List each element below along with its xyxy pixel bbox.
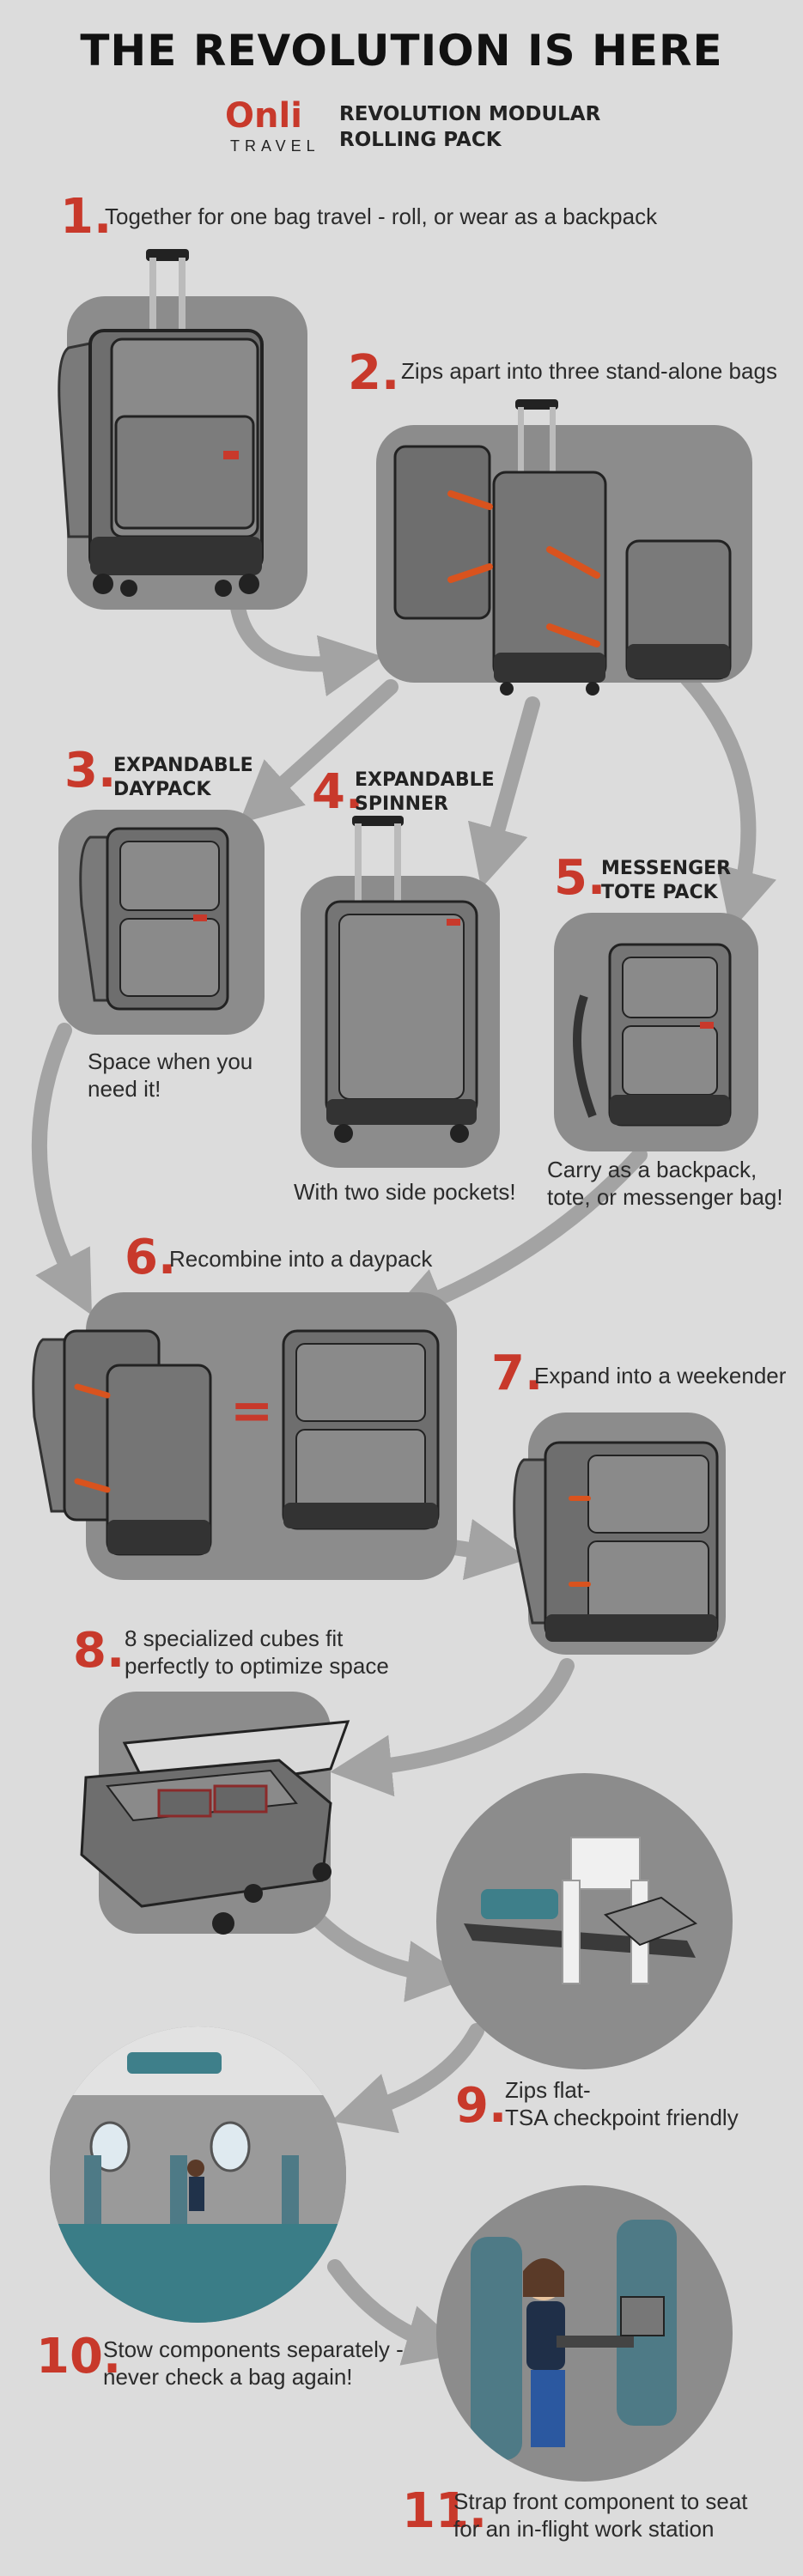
- step-1-number: 1.: [60, 189, 113, 245]
- cabin-stow-illustration: [50, 2026, 346, 2323]
- step-11-circle: [436, 2185, 733, 2482]
- expandable-daypack-illustration: [79, 827, 229, 1011]
- packing-cubes-illustration: [80, 1720, 350, 1935]
- equals-sign: =: [230, 1381, 274, 1441]
- arrow-7-to-8: [330, 1658, 575, 1797]
- messenger-tote-pack-illustration: [573, 943, 732, 1127]
- step-9-caption-line2: TSA checkpoint friendly: [505, 2105, 739, 2130]
- step-5-label-line2: TOTE PACK: [601, 882, 718, 903]
- step-10-caption-line1: Stow components separately -: [103, 2336, 404, 2362]
- arrow-10-to-11: [327, 2259, 468, 2366]
- arrow-2-to-3: [239, 679, 398, 824]
- step-2-number: 2.: [348, 345, 400, 401]
- step-10-caption-line2: never check a bag again!: [103, 2364, 353, 2390]
- recombined-daypack-illustration: [32, 1329, 440, 1556]
- step-11-caption-line1: Strap front component to seat: [453, 2488, 748, 2514]
- arrow-5-to-6: [383, 1147, 648, 1327]
- step-6-number: 6.: [125, 1230, 177, 1285]
- step-3-label-line2: DAYPACK: [113, 779, 211, 800]
- step-4-label-line2: SPINNER: [355, 793, 448, 815]
- step-6-caption: Recombine into a daypack: [169, 1246, 433, 1272]
- step-9-number: 9.: [455, 2078, 508, 2134]
- step-10-circle: [50, 2026, 346, 2323]
- step-5-caption-line1: Carry as a backpack,: [547, 1157, 757, 1182]
- step-5-label-line1: MESSENGER: [601, 858, 732, 879]
- tsa-checkpoint-illustration: [464, 1837, 698, 1984]
- step-5-number: 5.: [554, 850, 606, 906]
- arrow-2-to-5: [679, 671, 777, 932]
- step-8-caption-line2: perfectly to optimize space: [125, 1653, 389, 1679]
- three-separated-bags-illustration: [393, 399, 732, 696]
- step-3-caption-line2: need it!: [88, 1076, 161, 1102]
- product-name-line2: ROLLING PACK: [339, 129, 502, 151]
- step-10-number: 10.: [36, 2329, 122, 2385]
- step-4-caption: With two side pockets!: [294, 1179, 516, 1205]
- step-3-caption-line1: Space when you: [88, 1048, 253, 1074]
- step-7-caption: Expand into a weekender: [534, 1363, 787, 1388]
- step-4-label-line1: EXPANDABLE: [355, 769, 495, 791]
- weekender-illustration: [513, 1441, 719, 1642]
- arrow-9-to-10: [331, 2023, 484, 2134]
- step-8-caption: 8 specialized cubes fit perfectly to opt…: [125, 1625, 389, 1680]
- product-name-line1: REVOLUTION MODULAR: [339, 103, 601, 125]
- step-5-caption-line2: tote, or messenger bag!: [547, 1184, 783, 1210]
- step-2-caption: Zips apart into three stand-alone bags: [401, 358, 777, 384]
- step-8-number: 8.: [73, 1623, 125, 1679]
- page-title: THE REVOLUTION IS HERE: [80, 26, 723, 76]
- step-1-caption: Together for one bag travel - roll, or w…: [105, 204, 658, 229]
- step-3-label-line1: EXPANDABLE: [113, 755, 253, 776]
- step-5-caption: Carry as a backpack, tote, or messenger …: [547, 1156, 783, 1211]
- step-4-number: 4.: [312, 764, 364, 820]
- expandable-spinner-illustration: [325, 816, 478, 1143]
- arrow-2-to-4: [467, 696, 540, 889]
- step-5-label: MESSENGER TOTE PACK: [601, 857, 731, 905]
- step-11-caption-line2: for an in-flight work station: [453, 2516, 715, 2542]
- brand-logo: Onli: [225, 96, 302, 136]
- arrow-1-to-2: [228, 585, 383, 697]
- step-9-caption-line1: Zips flat-: [505, 2077, 591, 2103]
- step-11-caption: Strap front component to seat for an in-…: [453, 2488, 748, 2543]
- inflight-workstation-illustration: [471, 2220, 677, 2460]
- step-3-caption: Space when you need it!: [88, 1048, 252, 1103]
- product-name: REVOLUTION MODULAR ROLLING PACK: [339, 101, 600, 153]
- step-3-number: 3.: [64, 743, 117, 799]
- step-10-caption: Stow components separately - never check…: [103, 2336, 404, 2391]
- arrow-8-to-9: [301, 1903, 469, 2002]
- step-8-caption-line1: 8 specialized cubes fit: [125, 1625, 344, 1651]
- step-4-label: EXPANDABLE SPINNER: [355, 769, 495, 817]
- step-3-label: EXPANDABLE DAYPACK: [113, 754, 253, 802]
- combined-rolling-pack-illustration: [58, 249, 264, 597]
- step-11-number: 11.: [402, 2483, 488, 2539]
- step-9-caption: Zips flat- TSA checkpoint friendly: [505, 2076, 739, 2131]
- arrow-3-to-6: [31, 1023, 92, 1315]
- step-7-number: 7.: [491, 1346, 544, 1401]
- brand-travel-label: TRAVEL: [230, 137, 320, 155]
